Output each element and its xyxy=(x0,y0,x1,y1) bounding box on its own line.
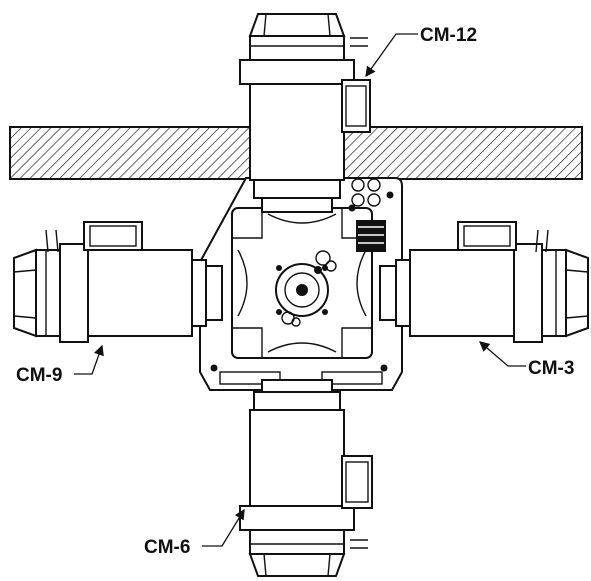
label-cm-9: CM-9 xyxy=(16,365,62,386)
actuator-left xyxy=(13,221,223,343)
leader-left xyxy=(74,344,104,375)
actuator-top xyxy=(239,13,371,213)
actuator-right xyxy=(379,221,589,343)
leader-right xyxy=(479,341,526,367)
actuator-bottom xyxy=(239,379,373,577)
leader-top xyxy=(365,33,418,78)
central-valve-body xyxy=(199,177,403,391)
label-cm-6: CM-6 xyxy=(144,537,190,558)
leader-bottom xyxy=(202,508,245,547)
leader-lines xyxy=(74,33,526,547)
label-cm-3: CM-3 xyxy=(528,358,574,379)
label-cm-12: CM-12 xyxy=(420,25,477,46)
